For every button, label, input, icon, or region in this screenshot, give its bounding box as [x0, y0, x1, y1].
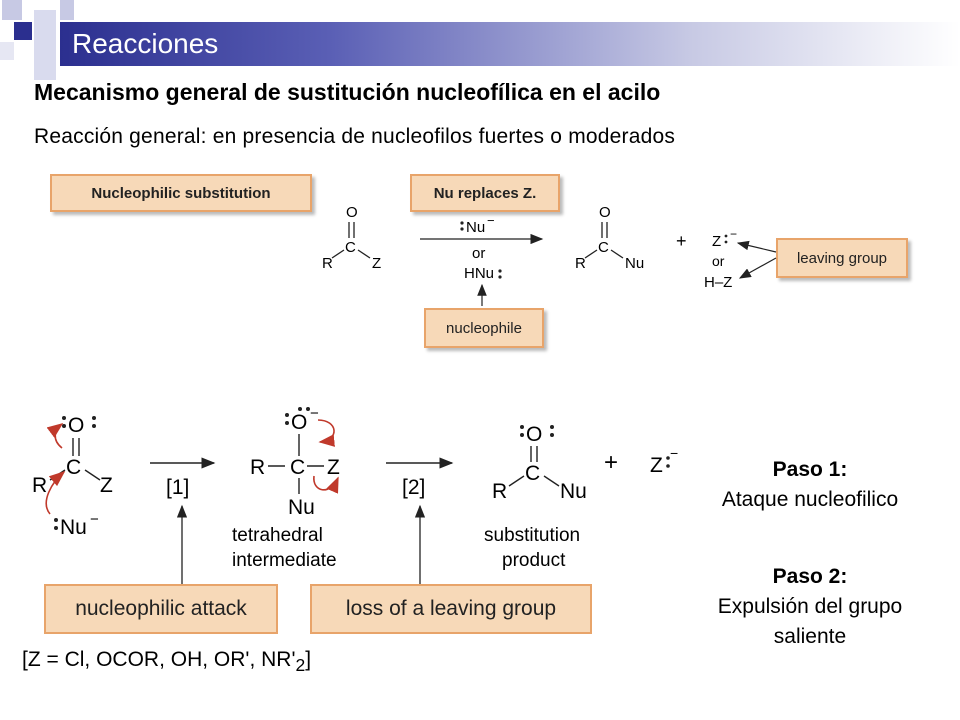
reactant-mech: O C R Z Nu − — [32, 414, 113, 539]
atom-o: O — [346, 204, 358, 221]
reagent-or: or — [472, 245, 485, 262]
paso1-title: Paso 1: — [772, 458, 848, 481]
reagent-label: Nu − or HNu — [420, 213, 544, 306]
svg-text:R: R — [575, 255, 586, 272]
svg-text:O: O — [68, 414, 84, 437]
step2-label: [2] — [402, 476, 425, 499]
svg-text:−: − — [670, 445, 678, 461]
z-list: [Z = Cl, OCOR, OH, OR', NR'2] — [22, 648, 312, 676]
paso2-block: Paso 2: Expulsión del grupo saliente — [670, 562, 950, 652]
reagent-nu: Nu — [466, 219, 485, 236]
box-nucleophilic-attack: nucleophilic attack — [44, 584, 278, 634]
svg-text:C: C — [66, 456, 81, 479]
slide-title: Reacciones — [72, 28, 219, 59]
title-band — [60, 22, 960, 66]
product-mech: O C R Nu — [492, 423, 587, 503]
svg-text:O: O — [526, 423, 542, 446]
box-nucleophile: nucleophile — [424, 308, 544, 348]
decor-square-4 — [60, 0, 74, 20]
svg-text:Z: Z — [327, 456, 340, 479]
svg-text:−: − — [90, 511, 99, 528]
leaving-group-mech: Z − — [650, 445, 678, 477]
svg-text:Nu: Nu — [288, 496, 315, 519]
svg-text:C: C — [290, 456, 305, 479]
svg-text:−: − — [487, 213, 495, 228]
tetrahedral-label-2: intermediate — [232, 550, 337, 571]
decor-square-5 — [0, 42, 14, 60]
product-top: O C R Nu — [575, 204, 644, 272]
reagent-hnu: HNu — [464, 265, 494, 282]
svg-text:−: − — [730, 227, 737, 241]
svg-text:H–Z: H–Z — [704, 274, 732, 291]
box-nucleophilic-substitution: Nucleophilic substitution — [50, 174, 312, 212]
svg-text:R: R — [492, 480, 507, 503]
svg-text:Z: Z — [712, 233, 721, 250]
svg-text:Nu: Nu — [560, 480, 587, 503]
decor-square-1 — [2, 0, 22, 20]
atom-c: C — [345, 239, 356, 256]
svg-text:R: R — [250, 456, 265, 479]
reactant-top: O C R Z — [322, 204, 381, 272]
svg-text:O: O — [599, 204, 611, 221]
svg-text:Nu: Nu — [625, 255, 644, 272]
decor-square-2 — [14, 22, 32, 40]
svg-text:Nu: Nu — [60, 516, 87, 539]
svg-text:−: − — [310, 405, 319, 422]
atom-z: Z — [372, 255, 381, 272]
svg-text:C: C — [525, 462, 540, 485]
leaving-group-top: Z − or H–Z — [704, 227, 777, 291]
plus-top: + — [676, 231, 687, 251]
tetrahedral-label-1: tetrahedral — [232, 525, 323, 546]
paso2-line1: Expulsión del grupo — [717, 595, 903, 618]
tetrahedral-intermediate: O − R C Z Nu — [250, 405, 340, 519]
svg-text:O: O — [291, 411, 307, 434]
step1-label: [1] — [166, 476, 189, 499]
svg-text:or: or — [712, 253, 725, 269]
product-label-2: product — [502, 550, 566, 571]
intro-text: Reacción general: en presencia de nucleo… — [34, 125, 676, 148]
subtitle: Mecanismo general de sustitución nucleof… — [34, 79, 661, 105]
box-loss-of-leaving-group: loss of a leaving group — [310, 584, 592, 634]
product-label-1: substitution — [484, 525, 580, 546]
svg-text:C: C — [598, 239, 609, 256]
plus-mech: + — [604, 449, 618, 476]
box-leaving-group: leaving group — [776, 238, 908, 278]
svg-text:Z: Z — [650, 454, 663, 477]
box-nu-replaces-z: Nu replaces Z. — [410, 174, 560, 212]
paso1-text: Ataque nucleofilico — [721, 488, 899, 511]
svg-text:Z: Z — [100, 474, 113, 497]
paso2-line2: saliente — [773, 625, 847, 648]
decor-square-3 — [34, 10, 56, 80]
svg-text:R: R — [32, 474, 47, 497]
paso2-title: Paso 2: — [772, 565, 848, 588]
atom-r: R — [322, 255, 333, 272]
paso1-block: Paso 1: Ataque nucleofilico — [680, 455, 940, 515]
